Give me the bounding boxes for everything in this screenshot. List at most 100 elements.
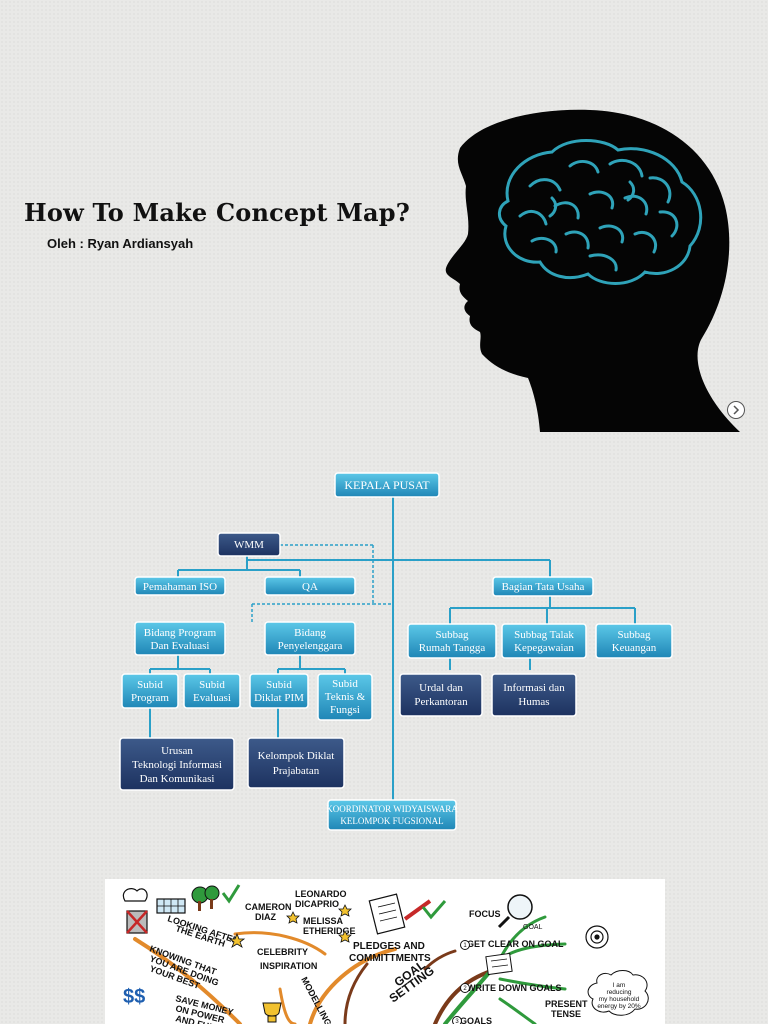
svg-text:Fungsi: Fungsi xyxy=(330,704,360,716)
box-kepala-pusat: KEPALA PUSAT xyxy=(334,472,440,498)
svg-text:Dan Evaluasi: Dan Evaluasi xyxy=(151,640,210,652)
svg-text:ETHERIDGE: ETHERIDGE xyxy=(303,926,356,936)
box-subid-evaluasi: Subid Evaluasi xyxy=(183,673,241,709)
box-qa: QA xyxy=(264,576,356,596)
svg-text:DICAPRIO: DICAPRIO xyxy=(295,899,339,909)
svg-text:WMM: WMM xyxy=(234,539,264,551)
next-slide-button[interactable] xyxy=(727,401,745,419)
box-subid-program: Subid Program xyxy=(121,673,179,709)
box-subid-teknis-fungsi: Subid Teknis & Fungsi xyxy=(317,673,373,721)
brain-icon xyxy=(498,139,703,285)
svg-text:Urusan: Urusan xyxy=(161,745,193,757)
svg-text:Diklat PIM: Diklat PIM xyxy=(254,692,304,704)
svg-text:Subid: Subid xyxy=(137,679,163,691)
notepad-icon xyxy=(485,952,513,976)
svg-text:Subbag: Subbag xyxy=(618,629,652,641)
svg-text:Humas: Humas xyxy=(518,696,549,708)
svg-text:Bagian Tata Usaha: Bagian Tata Usaha xyxy=(502,581,585,593)
svg-text:Subid: Subid xyxy=(332,678,358,690)
slide-title: How To Make Concept Map? xyxy=(24,198,410,227)
slide-author: Oleh : Ryan Ardiansyah xyxy=(47,236,194,251)
trees-icon xyxy=(191,885,220,911)
box-kelompok-diklat: Kelompok Diklat Prajabatan xyxy=(247,737,345,789)
svg-text:CAMERON: CAMERON xyxy=(245,902,292,912)
svg-text:FOCUS: FOCUS xyxy=(469,909,501,919)
solar-panel-icon xyxy=(156,898,186,914)
svg-text:3: 3 xyxy=(455,1019,459,1024)
head-silhouette-icon xyxy=(445,109,740,432)
svg-text:Bidang Program: Bidang Program xyxy=(144,627,217,639)
svg-text:PLEDGES AND: PLEDGES AND xyxy=(353,941,425,952)
svg-text:LEONARDO: LEONARDO xyxy=(295,889,347,899)
box-urdal-perkantoran: Urdal dan Perkantoran xyxy=(399,673,483,717)
svg-text:Program: Program xyxy=(131,692,169,704)
svg-text:energy by 20%: energy by 20% xyxy=(597,1003,641,1010)
svg-text:Subbag: Subbag xyxy=(436,629,470,641)
svg-text:Evaluasi: Evaluasi xyxy=(193,692,231,704)
svg-text:KEPALA PUSAT: KEPALA PUSAT xyxy=(344,478,430,492)
svg-text:Subid: Subid xyxy=(199,679,225,691)
svg-text:reducing: reducing xyxy=(607,989,632,996)
factory-icon xyxy=(122,888,148,934)
svg-text:Dan Komunikasi: Dan Komunikasi xyxy=(140,773,215,785)
svg-text:Perkantoran: Perkantoran xyxy=(414,696,468,708)
svg-text:Prajabatan: Prajabatan xyxy=(273,765,320,777)
svg-text:2: 2 xyxy=(463,986,467,992)
svg-text:GOAL: GOAL xyxy=(523,924,543,931)
svg-text:Teknis &: Teknis & xyxy=(325,691,366,703)
svg-text:QA: QA xyxy=(302,581,318,593)
box-subid-diklat-pim: Subid Diklat PIM xyxy=(249,673,309,709)
svg-text:Rumah Tangga: Rumah Tangga xyxy=(419,642,486,654)
org-chart: KEPALA PUSAT WMM Pemahaman ISO QA Bagian… xyxy=(119,472,673,831)
svg-text:Teknologi Informasi: Teknologi Informasi xyxy=(132,759,222,771)
svg-text:PRESENT: PRESENT xyxy=(545,999,588,1009)
box-urusan-tik: Urusan Teknologi Informasi Dan Komunikas… xyxy=(119,737,235,791)
magnifier-icon xyxy=(497,894,533,929)
svg-text:Keuangan: Keuangan xyxy=(612,642,657,654)
mind-map-sketch: LOOKING AFTER THE EARTH KNOWING THAT YOU… xyxy=(105,879,665,1024)
title-slide: How To Make Concept Map? Oleh : Ryan Ard… xyxy=(0,0,768,432)
box-bidang-penyelenggara: Bidang Penyelenggara xyxy=(264,621,356,656)
trophy-icon xyxy=(262,1002,282,1023)
svg-text:1: 1 xyxy=(463,943,467,949)
chevron-right-icon xyxy=(733,405,740,415)
box-informasi-humas: Informasi dan Humas xyxy=(491,673,577,717)
clipboard-icon xyxy=(368,893,432,935)
svg-text:my household: my household xyxy=(599,996,640,1003)
svg-text:GOALS: GOALS xyxy=(460,1016,492,1024)
svg-text:Kepegawaian: Kepegawaian xyxy=(514,642,574,654)
svg-text:Subid: Subid xyxy=(266,679,292,691)
svg-text:MELISSA: MELISSA xyxy=(303,916,344,926)
svg-text:Subbag Talak: Subbag Talak xyxy=(514,629,574,641)
svg-text:MODELLING: MODELLING xyxy=(299,975,333,1024)
target-icon xyxy=(585,925,609,949)
svg-text:KELOMPOK FUGSIONAL: KELOMPOK FUGSIONAL xyxy=(340,816,443,826)
svg-text:TENSE: TENSE xyxy=(551,1009,581,1019)
svg-text:Penyelenggara: Penyelenggara xyxy=(278,640,343,652)
box-wmm: WMM xyxy=(217,532,281,557)
svg-text:CELEBRITY: CELEBRITY xyxy=(257,947,308,957)
svg-text:Bidang: Bidang xyxy=(294,627,326,639)
box-subbag-keuangan: Subbag Keuangan xyxy=(595,623,673,659)
box-bidang-program: Bidang Program Dan Evaluasi xyxy=(134,621,226,656)
svg-text:Informasi dan: Informasi dan xyxy=(503,682,565,694)
speech-bubble-icon: I am reducing my household energy by 20% xyxy=(587,970,649,1016)
svg-text:COMMITTMENTS: COMMITTMENTS xyxy=(349,953,431,964)
svg-text:I am: I am xyxy=(613,982,626,989)
check-icon xyxy=(221,884,241,904)
svg-text:Kelompok Diklat: Kelompok Diklat xyxy=(258,750,335,762)
box-bagian-tata-usaha: Bagian Tata Usaha xyxy=(492,576,594,597)
star-icon xyxy=(228,904,352,948)
check-icon-2 xyxy=(421,900,447,920)
svg-text:Pemahaman ISO: Pemahaman ISO xyxy=(143,581,217,593)
svg-text:DIAZ: DIAZ xyxy=(255,912,276,922)
box-pemahaman-iso: Pemahaman ISO xyxy=(134,576,226,596)
box-subbag-rumah-tangga: Subbag Rumah Tangga xyxy=(407,623,497,659)
svg-text:AND FUEL: AND FUEL xyxy=(175,1013,222,1024)
svg-text:INSPIRATION: INSPIRATION xyxy=(260,961,317,971)
box-koordinator: KOORDINATOR WIDYAISWARA KELOMPOK FUGSION… xyxy=(326,799,458,831)
svg-text:Urdal dan: Urdal dan xyxy=(419,682,463,694)
svg-text:GET CLEAR ON GOAL: GET CLEAR ON GOAL xyxy=(467,939,564,949)
dollar-icon: $$ xyxy=(123,986,145,1008)
box-subbag-talak-kepegawaian: Subbag Talak Kepegawaian xyxy=(501,623,587,659)
